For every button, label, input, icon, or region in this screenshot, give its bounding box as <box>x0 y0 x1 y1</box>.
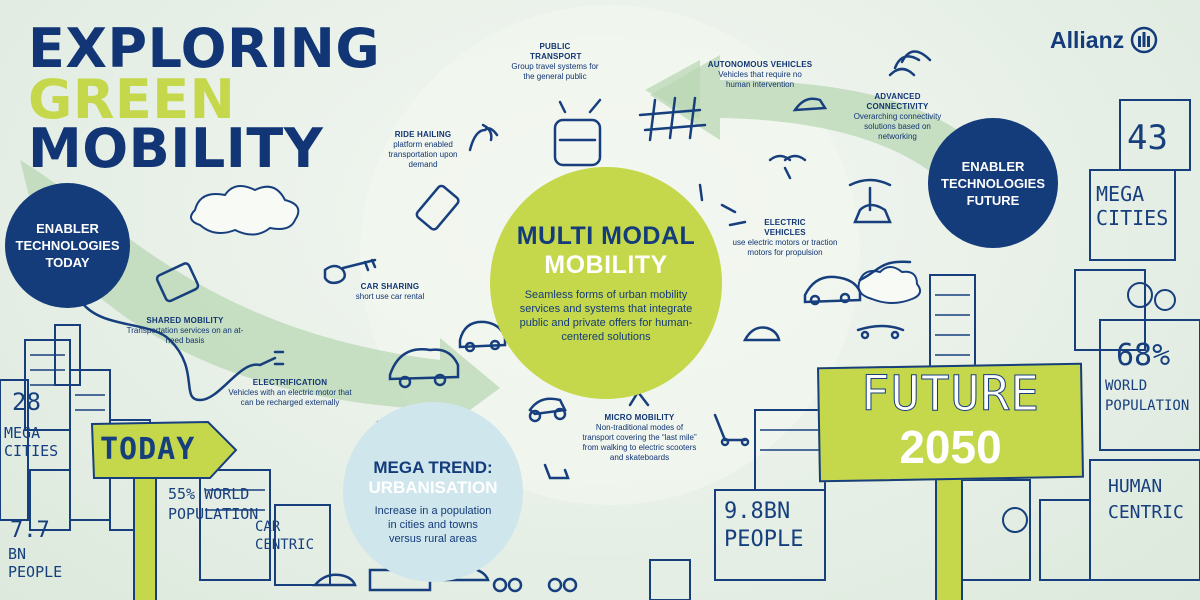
enabler-today-label: ENABLER TECHNOLOGIES TODAY <box>15 221 120 270</box>
ev-car-icon <box>803 275 862 304</box>
label-shared-mobility: SHARED MOBILITY Transportation services … <box>125 316 245 346</box>
car-icon <box>388 348 460 381</box>
left-bn-people-label: BN PEOPLE <box>8 545 63 581</box>
car-sharing-heading: CAR SHARING <box>360 282 420 291</box>
label-ride-hailing: RIDE HAILING platform enabled transporta… <box>378 130 468 170</box>
label-car-sharing: CAR SHARING short use car rental <box>350 282 430 302</box>
human-centric-label: HUMAN CENTRIC <box>1108 476 1184 523</box>
autonomous-vehicles-text: Vehicles that require no human intervent… <box>718 70 802 89</box>
future-sign-label: FUTURE <box>860 366 1041 423</box>
left-world-population: 55% WORLD POPULATION <box>168 485 259 523</box>
multimodal-heading-1: MULTI MODAL <box>516 222 696 250</box>
allianz-logo-icon <box>1130 26 1158 54</box>
autonomous-vehicles-heading: AUTONOMOUS VEHICLES <box>707 60 813 69</box>
future-year-label: 2050 <box>899 421 1002 473</box>
public-transport-text: Group travel systems for the general pub… <box>511 62 599 81</box>
enabler-future-label: ENABLER TECHNOLOGIES FUTURE <box>941 158 1046 208</box>
label-micro-mobility: MICRO MOBILITY Non-traditional modes of … <box>582 413 697 463</box>
title-line-1: EXPLORING <box>28 17 381 80</box>
left-megacities-label: MEGA CITIES <box>4 424 59 460</box>
scooter-icon <box>528 397 567 416</box>
mega-trend-heading-1: MEGA TREND: <box>373 458 493 477</box>
electrification-text: Vehicles with an electric motor that can… <box>228 388 352 407</box>
right-world-population-percent: 68% <box>1116 338 1171 373</box>
title-line-3: MOBILITY <box>28 117 324 180</box>
calculator-icon <box>155 262 200 303</box>
rail-track-icon <box>638 96 707 142</box>
advanced-connectivity-text: Overarching connectivity solutions based… <box>853 112 942 141</box>
title-line-2: GREEN <box>28 68 236 131</box>
phone-icon <box>415 184 460 231</box>
multimodal-heading-2: MOBILITY <box>544 251 668 279</box>
mega-trend-circle: MEGA TREND: URBANISATION Increase in a p… <box>343 402 523 582</box>
wifi-icon <box>888 50 932 77</box>
today-sign-board <box>90 420 238 479</box>
label-public-transport: PUBLIC TRANSPORT Group travel systems fo… <box>510 42 600 82</box>
multimodal-circle: MULTI MODAL MOBILITY Seamless forms of u… <box>490 167 722 399</box>
right-world-population-label: WORLD POPULATION <box>1105 378 1190 414</box>
key-icon <box>323 258 377 285</box>
today-sign-post <box>133 470 157 600</box>
autonomous-car-icon <box>792 97 828 112</box>
electric-vehicles-text: use electric motors or traction motors f… <box>732 238 838 257</box>
ride-hailing-text: platform enabled transportation upon dem… <box>388 140 458 169</box>
shared-mobility-heading: SHARED MOBILITY <box>146 316 224 325</box>
label-advanced-connectivity: ADVANCED CONNECTIVITY Overarching connec… <box>845 92 950 142</box>
enabler-today-circle: ENABLER TECHNOLOGIES TODAY <box>5 183 130 308</box>
micro-mobility-text: Non-traditional modes of transport cover… <box>582 423 697 462</box>
shared-mobility-text: Transportation services on an at-need ba… <box>126 326 244 345</box>
right-bn-people: 9.8BN PEOPLE <box>724 499 804 552</box>
rollerskate-icon <box>543 463 570 480</box>
brand-name: Allianz <box>1050 26 1125 53</box>
flying-taxi-icon <box>848 178 892 224</box>
car-centric-label: CAR CENTRIC <box>255 519 315 553</box>
electrification-heading: ELECTRIFICATION <box>252 378 328 387</box>
plug-icon <box>78 298 285 402</box>
label-electric-vehicles: ELECTRIC VEHICLES use electric motors or… <box>730 218 840 258</box>
drone-icon <box>768 154 807 180</box>
brand-logo: Allianz <box>1050 26 1158 54</box>
mega-trend-description: Increase in a population in cities and t… <box>374 505 492 545</box>
ride-hailing-heading: RIDE HAILING <box>394 130 452 139</box>
arrow-left-flow <box>20 160 500 432</box>
enabler-future-circle: ENABLER TECHNOLOGIES FUTURE <box>928 118 1058 248</box>
tram-icon <box>553 118 602 167</box>
today-sign-label: TODAY <box>100 432 196 467</box>
micro-mobility-heading: MICRO MOBILITY <box>604 413 675 422</box>
label-autonomous-vehicles: AUTONOMOUS VEHICLES Vehicles that requir… <box>700 60 820 90</box>
right-megacities-label: MEGA CITIES <box>1096 182 1169 230</box>
electric-vehicles-heading: ELECTRIC VEHICLES <box>764 218 806 237</box>
cloud-icon <box>190 185 300 236</box>
right-megacities-count: 43 <box>1127 118 1168 158</box>
car-icon <box>742 326 781 342</box>
multimodal-description: Seamless forms of urban mobility service… <box>519 289 693 343</box>
arrow-top-left <box>645 60 700 120</box>
left-megacities-count: 28 <box>12 388 41 416</box>
hand-icon <box>468 123 499 152</box>
label-electrification: ELECTRIFICATION Vehicles with an electri… <box>225 378 355 408</box>
cloud-icon <box>857 266 922 304</box>
skateboard-icon <box>856 324 905 332</box>
public-transport-heading: PUBLIC TRANSPORT <box>530 42 582 61</box>
left-bn-people-count: 7.7 <box>10 518 50 543</box>
mega-trend-heading-2: URBANISATION <box>368 478 498 497</box>
advanced-connectivity-heading: ADVANCED CONNECTIVITY <box>866 92 929 111</box>
arrow-top-flow <box>650 55 1010 200</box>
car-icon <box>312 573 357 587</box>
future-sign-post <box>935 470 963 600</box>
car-sharing-text: short use car rental <box>355 292 425 301</box>
